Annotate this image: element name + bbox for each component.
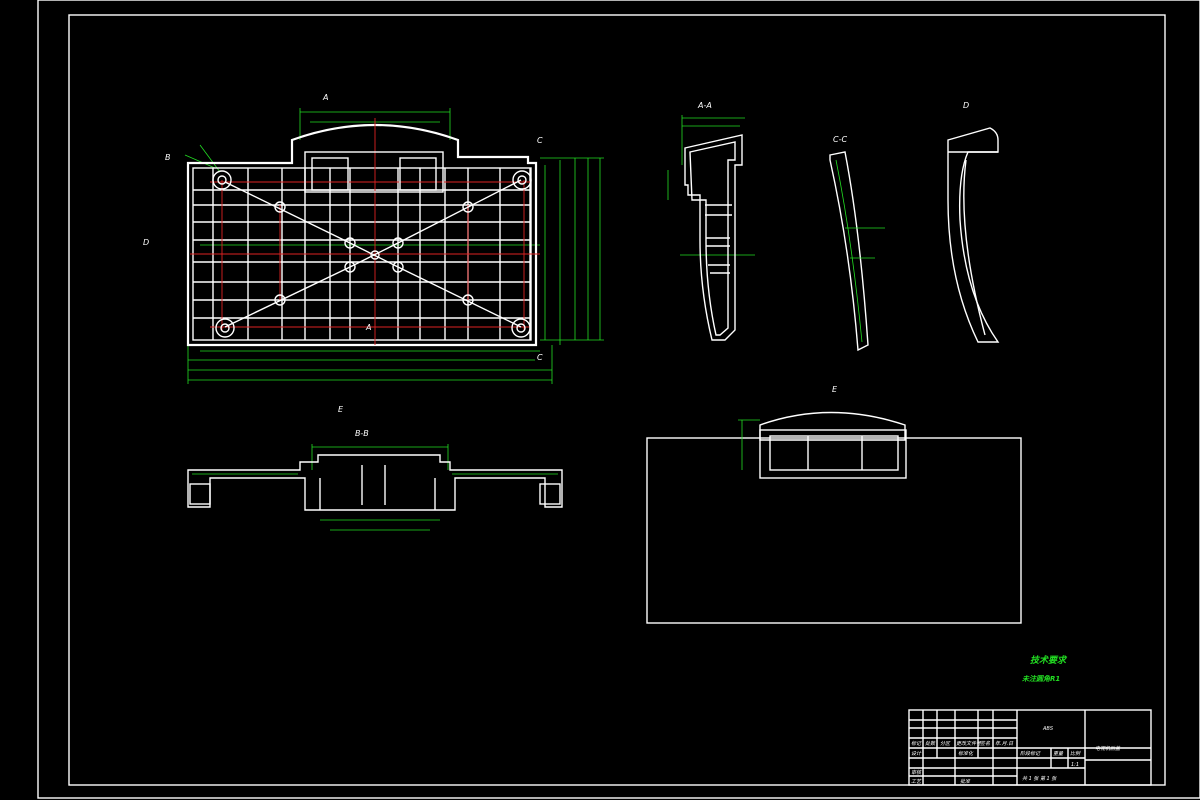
mounting-bosses	[212, 170, 532, 338]
view-e-title: E	[832, 385, 838, 394]
tech-requirements-text: 未注圆角R1	[1022, 674, 1060, 683]
stage-label-1: 重量	[1053, 750, 1064, 757]
section-c-c-view: C-C	[829, 135, 885, 352]
plan-center-lines	[190, 118, 540, 345]
title-scale: 1:1	[1071, 762, 1079, 768]
section-a-a-view: A-A	[667, 101, 755, 341]
row-label-1: 处数	[925, 740, 936, 747]
diagonal-ribs	[224, 179, 522, 328]
row-label-2: 分区	[940, 740, 951, 747]
marker-b-left: B	[165, 153, 171, 162]
marker-a-bottom: A	[365, 323, 371, 332]
marker-e-top: E	[338, 405, 344, 414]
title-sheet-info: 共 1 张 第 1 张	[1022, 775, 1057, 782]
row-label-0: 标记	[911, 740, 922, 747]
view-d: D	[947, 101, 1000, 343]
title-material: ABS	[1042, 726, 1054, 732]
row-label-5: 年.月.日	[995, 740, 1014, 747]
side-label-0: 设计	[911, 750, 922, 757]
view-e-outline	[646, 437, 1022, 624]
top-pocket	[304, 151, 444, 193]
section-a-a-title: A-A	[697, 101, 712, 110]
stage-label-0: 阶段标记	[1020, 750, 1041, 757]
title-block: ABS 电视机后盖 标记 处数 分区 更改文件号 签名 年.月.日 设计 审核 …	[908, 709, 1152, 786]
side-label-2: 工艺	[911, 778, 922, 785]
plan-dimension-lines	[184, 108, 604, 384]
section-c-c-title: C-C	[833, 135, 847, 144]
marker-d-left: D	[143, 238, 149, 247]
view-d-title: D	[963, 101, 969, 110]
stage-label-2: 比例	[1070, 750, 1081, 757]
mid-label-0: 标准化	[958, 750, 974, 757]
row-label-4: 签名	[980, 740, 991, 747]
sheet-inner-frame	[68, 14, 1166, 786]
marker-c-top: C	[537, 136, 543, 145]
plan-outline	[186, 123, 538, 347]
sheet-outer-border	[37, 0, 1200, 799]
section-b-b-view: E B-B	[187, 405, 563, 531]
row-label-3: 更改文件号	[956, 740, 982, 747]
main-plan-view: A A B C C D	[143, 93, 604, 384]
view-e: E	[646, 385, 1022, 624]
title-part-name: 电视机后盖	[1095, 745, 1121, 752]
marker-a-top: A	[322, 93, 328, 102]
mid-label-1: 批准	[960, 778, 971, 785]
tech-requirements-title: 技术要求	[1030, 655, 1068, 666]
section-b-b-title: B-B	[355, 429, 369, 438]
marker-c-bottom: C	[537, 353, 543, 362]
side-label-1: 审核	[911, 769, 922, 776]
